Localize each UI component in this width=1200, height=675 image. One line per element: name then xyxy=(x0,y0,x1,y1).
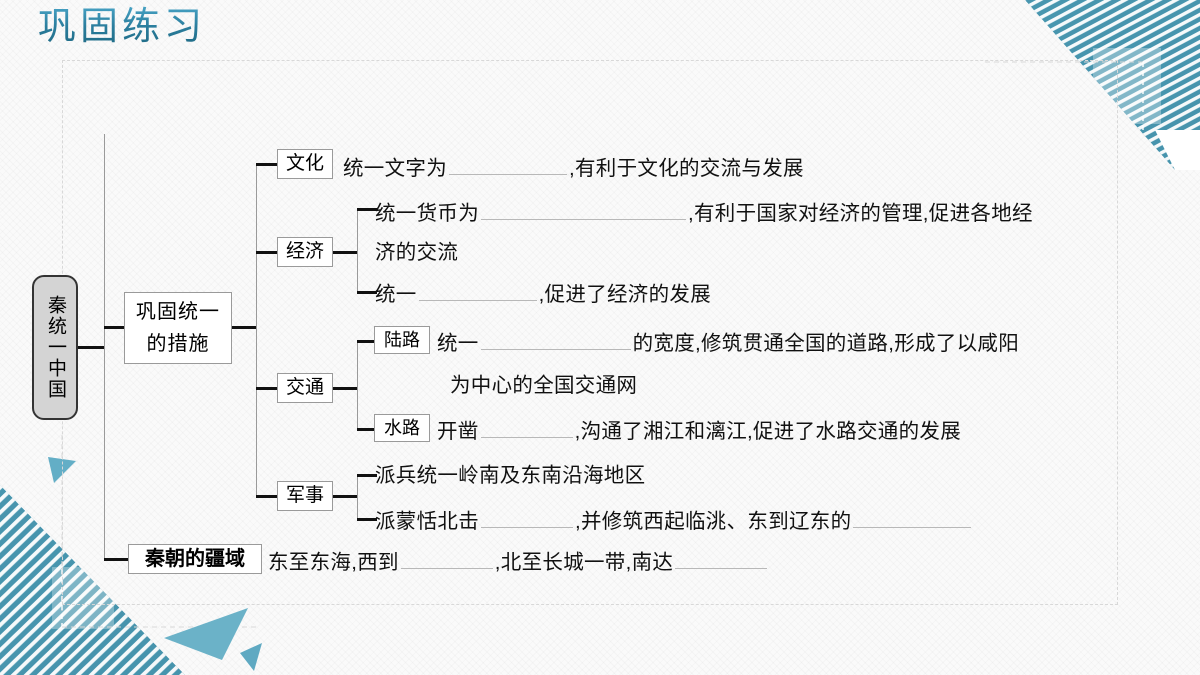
node-category-traffic[interactable]: 交通 xyxy=(277,373,333,403)
connector-military-item1 xyxy=(357,474,377,477)
node-measures-line2: 的措施 xyxy=(146,333,210,355)
territory-blank-1[interactable] xyxy=(400,546,493,569)
row-territory-text: 东至东海,西到 ,北至长城一带,南达 xyxy=(268,546,769,578)
connector-spine-military xyxy=(357,474,358,519)
connector-to-economy xyxy=(256,251,278,254)
culture-text-before: 统一文字为 xyxy=(343,157,447,180)
economy-currency-after: ,有利于国家对经济的管理,促进各地经 xyxy=(688,202,1033,225)
culture-blank-1[interactable] xyxy=(449,152,567,175)
economy-unify-blank-1[interactable] xyxy=(418,278,537,301)
water-route-before: 开凿 xyxy=(437,420,479,443)
military-north-before: 派蒙恬北击 xyxy=(375,510,479,533)
connector-to-measures xyxy=(104,326,126,329)
economy-currency-before: 统一货币为 xyxy=(375,202,479,225)
row-land-route-wrap: 为中心的全国交通网 xyxy=(450,374,638,397)
row-land-route-text: 统一 的宽度,修筑贯通全国的道路,形成了以咸阳 xyxy=(437,327,1019,359)
row-economy-unify-text: 统一 ,促进了经济的发展 xyxy=(375,278,711,310)
connector-to-territory xyxy=(104,558,130,561)
culture-text-after: ,有利于文化的交流与发展 xyxy=(569,157,804,180)
connector-economy-item2 xyxy=(357,291,377,294)
connector-spine-economy xyxy=(357,208,358,293)
node-subcategory-water-route[interactable]: 水路 xyxy=(374,414,430,442)
row-water-route-text: 开凿 ,沟通了湘江和漓江,促进了水路交通的发展 xyxy=(437,415,961,447)
node-qin-territory[interactable]: 秦朝的疆域 xyxy=(128,544,262,574)
row-military-south-text: 派兵统一岭南及东南沿海地区 xyxy=(375,464,646,487)
territory-blank-2[interactable] xyxy=(675,546,768,569)
economy-unify-before: 统一 xyxy=(375,283,417,306)
row-economy-currency-wrap: 济的交流 xyxy=(375,241,459,264)
row-culture-text: 统一文字为 ,有利于文化的交流与发展 xyxy=(343,152,804,184)
connector-economy-out xyxy=(333,251,357,254)
node-subcategory-land-route[interactable]: 陆路 xyxy=(374,326,430,354)
node-measures-line1: 巩固统一 xyxy=(136,301,220,323)
connector-root-stub xyxy=(78,346,104,349)
military-north-blank-1[interactable] xyxy=(481,505,573,528)
economy-currency-blank-1[interactable] xyxy=(481,197,686,220)
node-category-economy[interactable]: 经济 xyxy=(277,237,333,267)
connector-spine-categories xyxy=(256,163,257,496)
land-route-after: 的宽度,修筑贯通全国的道路,形成了以咸阳 xyxy=(632,332,1019,355)
territory-part2: ,北至长城一带,南达 xyxy=(494,551,674,574)
node-category-military[interactable]: 军事 xyxy=(277,481,333,511)
row-military-north-text: 派蒙恬北击 ,并修筑西起临洮、东到辽东的 xyxy=(375,505,973,537)
node-category-culture[interactable]: 文化 xyxy=(277,149,333,179)
connector-to-culture xyxy=(256,163,278,166)
node-measures-of-unification[interactable]: 巩固统一 的措施 xyxy=(124,292,232,364)
military-north-middle: ,并修筑西起临洮、东到辽东的 xyxy=(575,510,852,533)
military-north-blank-2[interactable] xyxy=(853,505,972,528)
economy-unify-after: ,促进了经济的发展 xyxy=(538,283,712,306)
connector-traffic-water xyxy=(357,428,377,431)
connector-economy-item1 xyxy=(357,208,377,211)
connector-to-traffic xyxy=(256,387,278,390)
water-route-blank-1[interactable] xyxy=(480,415,573,438)
page-title: 巩固练习 xyxy=(38,6,207,48)
land-route-before: 统一 xyxy=(437,332,479,355)
connector-traffic-out xyxy=(333,387,357,390)
connector-measures-out xyxy=(232,326,256,329)
connector-spine-level1 xyxy=(104,134,105,559)
connector-to-military xyxy=(256,495,278,498)
connector-military-item2 xyxy=(357,518,377,521)
connector-traffic-land xyxy=(357,340,377,343)
node-root-qin-unification[interactable]: 秦统一中国 xyxy=(32,275,78,420)
territory-part1: 东至东海,西到 xyxy=(268,551,399,574)
row-economy-currency-text: 统一货币为 ,有利于国家对经济的管理,促进各地经 xyxy=(375,197,1033,229)
water-route-after: ,沟通了湘江和漓江,促进了水路交通的发展 xyxy=(574,420,961,443)
connector-military-out xyxy=(333,495,357,498)
land-route-blank-1[interactable] xyxy=(480,327,631,350)
connector-spine-traffic xyxy=(357,340,358,429)
